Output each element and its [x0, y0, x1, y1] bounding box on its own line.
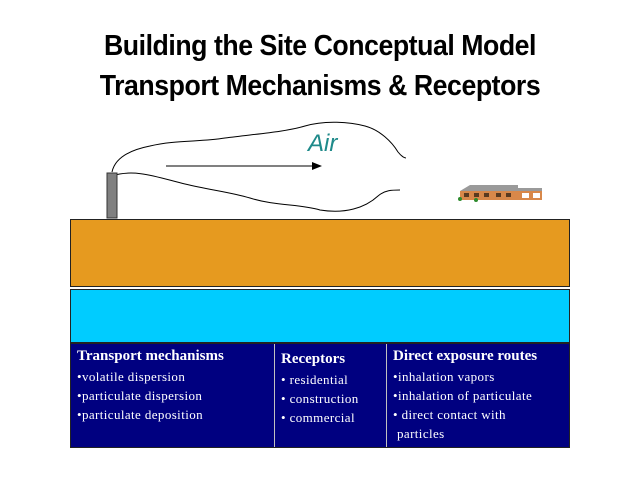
- list-item: • direct contact with: [393, 407, 506, 422]
- smokestack: [106, 172, 118, 219]
- list-item: • construction: [281, 391, 359, 406]
- smoke-plume-outline: [111, 121, 407, 173]
- receptors-column: Receptors • residential • construction •…: [274, 344, 386, 447]
- exposure-routes-heading: Direct exposure routes: [393, 348, 538, 364]
- list-item: • residential: [281, 372, 349, 387]
- list-item: particles: [397, 426, 445, 441]
- list-item: •volatile dispersion: [77, 369, 186, 384]
- slide-subtitle: Transport Mechanisms & Receptors: [99, 70, 541, 102]
- air-flow-arrowhead: [312, 162, 322, 170]
- smoke-plume-outline-lower: [111, 172, 401, 212]
- air-label: Air: [308, 130, 338, 157]
- list-item: •inhalation vapors: [393, 369, 495, 384]
- list-item: •particulate dispersion: [77, 388, 203, 403]
- air-transport-scene: [106, 121, 542, 219]
- info-panel: Transport mechanisms •volatile dispersio…: [70, 343, 570, 448]
- soil-layer: [70, 219, 570, 287]
- house-icon: [458, 185, 542, 202]
- list-item: • commercial: [281, 410, 355, 425]
- list-item: •particulate deposition: [77, 407, 204, 422]
- transport-mechanisms-heading: Transport mechanisms: [77, 348, 224, 364]
- exposure-routes-column: Direct exposure routes •inhalation vapor…: [386, 344, 569, 447]
- groundwater-layer: [70, 289, 570, 343]
- list-item: •inhalation of particulate: [393, 388, 533, 403]
- receptors-heading: Receptors: [281, 351, 346, 367]
- slide-title: Building the Site Conceptual Model: [104, 30, 536, 62]
- transport-mechanisms-column: Transport mechanisms •volatile dispersio…: [71, 344, 274, 447]
